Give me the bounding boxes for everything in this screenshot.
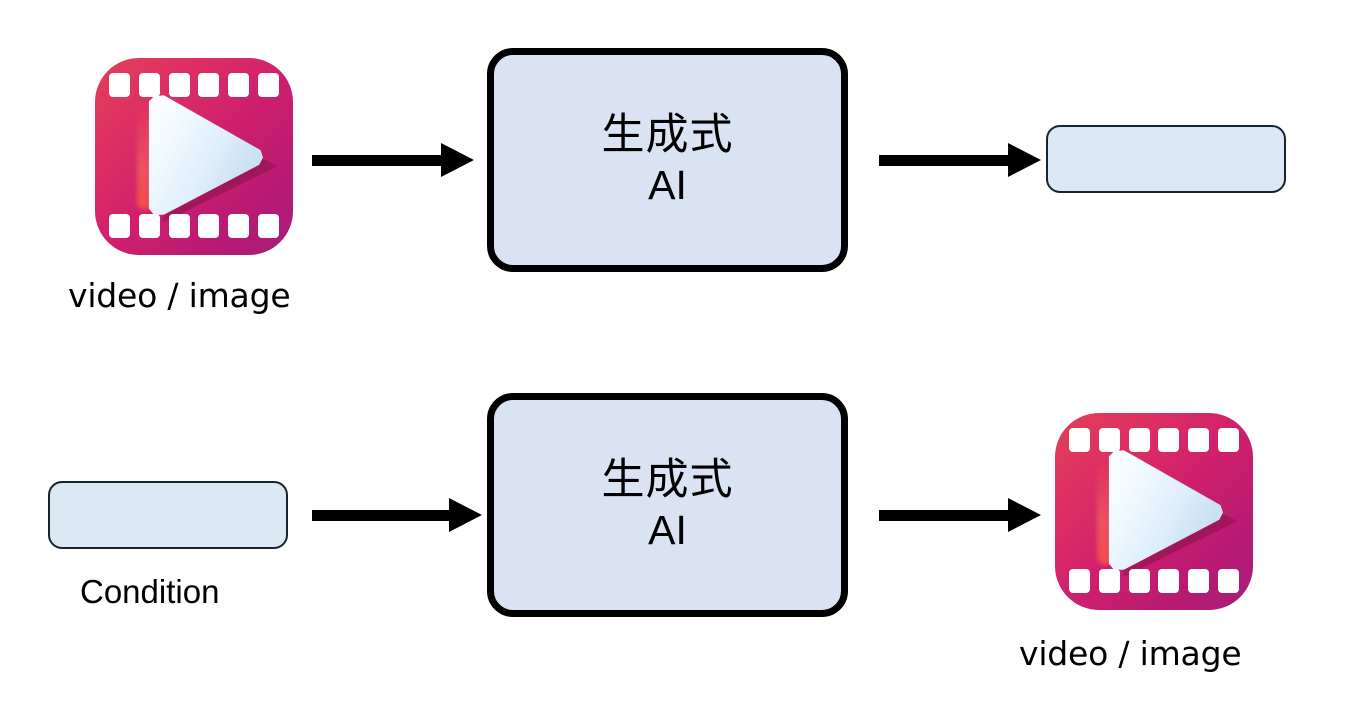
play-button-icon	[95, 58, 293, 255]
row1-source-video-image-icon	[95, 58, 293, 255]
row2-output-arrow-icon	[879, 498, 1041, 532]
row1-generative-ai-line1: 生成式	[601, 110, 734, 159]
film-sprockets-top	[95, 73, 293, 99]
row2-input-arrow-icon	[312, 498, 482, 532]
film-sprockets-bottom	[1055, 569, 1253, 595]
row2-result-video-image-icon	[1055, 413, 1253, 610]
row2-generative-ai-line1: 生成式	[601, 455, 734, 504]
row2-source-condition-box	[48, 481, 288, 549]
row2-generative-ai-box: 生成式 AI	[487, 393, 848, 617]
row1-generative-ai-line2: AI	[648, 162, 687, 209]
play-button-icon	[1055, 413, 1253, 610]
row1-result-empty-box	[1046, 125, 1286, 193]
film-sprockets-bottom	[95, 214, 293, 240]
row1-output-arrow-icon	[879, 143, 1041, 177]
row2-generative-ai-line2: AI	[648, 507, 687, 554]
row2-result-caption: video / image	[1019, 634, 1242, 673]
row2-source-caption: Condition	[80, 573, 220, 610]
video-image-icon	[1055, 413, 1253, 610]
row1-input-arrow-icon	[312, 143, 474, 177]
row1-generative-ai-box: 生成式 AI	[487, 48, 848, 272]
row1-source-caption: video / image	[68, 276, 291, 315]
video-image-icon	[95, 58, 293, 255]
film-sprockets-top	[1055, 428, 1253, 454]
